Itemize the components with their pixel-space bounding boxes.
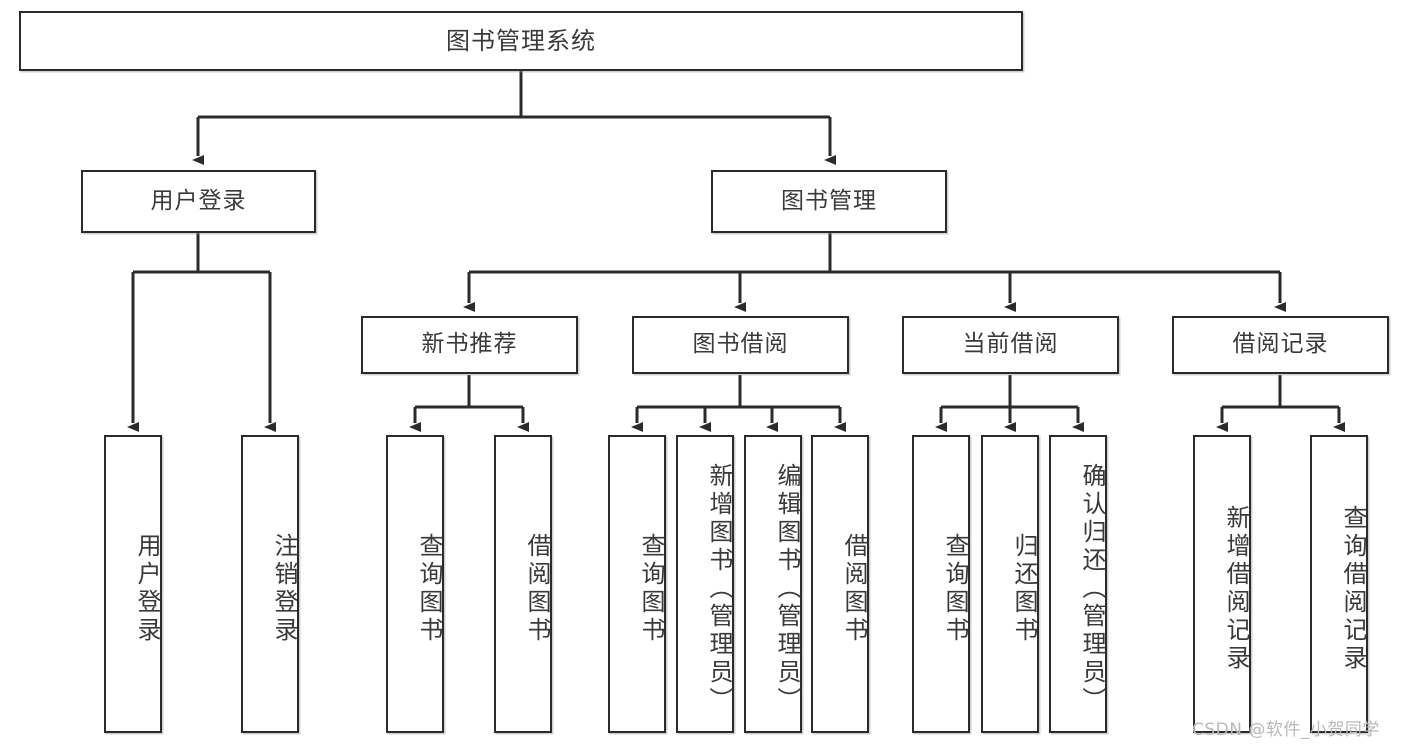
leaf-borrow-record-query[interactable]: 查询借阅记录 [1310,435,1368,733]
leaf-current-borrow-confirm[interactable]: 确认归还（管理员） [1049,435,1107,733]
node-book-borrow[interactable]: 图书借阅 [632,316,849,374]
node-borrow-record[interactable]: 借阅记录 [1172,316,1389,374]
leaf-label: 查询图书 [637,533,665,645]
node-root-system[interactable]: 图书管理系统 [19,11,1023,71]
node-borrow-record-label: 借阅记录 [1232,331,1329,358]
node-current-borrow[interactable]: 当前借阅 [902,316,1119,374]
node-new-book-recommend-label: 新书推荐 [421,331,518,358]
leaf-label: 查询图书 [415,533,443,645]
node-current-borrow-label: 当前借阅 [962,331,1059,358]
leaf-label: 借阅图书 [523,533,551,645]
leaf-book-borrow-edit[interactable]: 编辑图书（管理员） [744,435,802,733]
leaf-label: 归还图书 [1010,533,1038,645]
leaf-label: 注销登录 [270,533,298,645]
leaf-label: 借阅图书 [840,533,868,645]
leaf-new-book-query[interactable]: 查询图书 [386,435,444,733]
leaf-book-borrow-add[interactable]: 新增图书（管理员） [676,435,734,733]
leaf-new-book-borrow[interactable]: 借阅图书 [494,435,552,733]
node-book-borrow-label: 图书借阅 [692,331,789,358]
leaf-label: 查询借阅记录 [1339,505,1367,673]
leaf-label: 新增借阅记录 [1222,505,1250,673]
leaf-borrow-record-add[interactable]: 新增借阅记录 [1193,435,1251,733]
leaf-book-borrow-borrow[interactable]: 借阅图书 [811,435,869,733]
leaf-current-borrow-return[interactable]: 归还图书 [981,435,1039,733]
node-book-manage-label: 图书管理 [781,187,877,214]
node-book-manage[interactable]: 图书管理 [711,170,947,233]
leaf-current-borrow-query[interactable]: 查询图书 [912,435,970,733]
node-user-login[interactable]: 用户登录 [81,170,316,233]
leaf-label: 用户登录 [133,533,161,645]
leaf-book-borrow-query[interactable]: 查询图书 [608,435,666,733]
leaf-label: 编辑图书（管理员） [773,463,801,715]
leaf-label: 查询图书 [941,533,969,645]
leaf-label: 确认归还（管理员） [1078,463,1106,715]
leaf-label: 新增图书（管理员） [705,463,733,715]
node-user-login-label: 用户登录 [150,187,247,214]
leaf-user-login-login[interactable]: 用户登录 [104,435,162,733]
csdn-watermark: CSDN @软件_小贺同学 [1192,720,1380,740]
node-new-book-recommend[interactable]: 新书推荐 [361,316,578,374]
leaf-user-login-logout[interactable]: 注销登录 [241,435,299,733]
node-root-label: 图书管理系统 [446,26,596,55]
